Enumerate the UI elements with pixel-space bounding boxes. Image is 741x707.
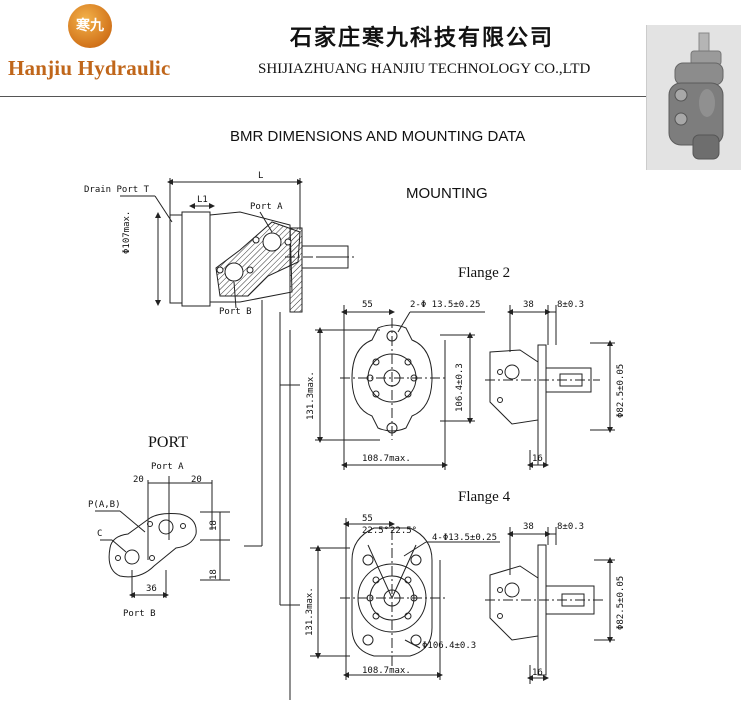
flange2-dim-8: 8±0.3 [557, 300, 585, 310]
flange4-holes: 4-Φ13.5±0.25 [432, 533, 498, 543]
port-p-label: P(A,B) [88, 500, 121, 510]
flange2-dim-108: 108.7max. [362, 454, 411, 464]
port-dim-18-bottom: 18 [209, 569, 219, 580]
flange2-dim-106: 106.4±0.3 [455, 363, 465, 412]
flange4-dim-82: Φ82.5±0.05 [616, 575, 626, 630]
logo-text: 寒九 [76, 18, 104, 34]
flange4-dim-108: 108.7max. [362, 666, 411, 676]
motor-photo-illustration [668, 32, 724, 160]
flange2-dim-131: 131.3max. [306, 371, 316, 420]
company-logo: 寒九 [68, 4, 112, 48]
document-title: BMR DIMENSIONS AND MOUNTING DATA [230, 128, 526, 145]
port-detail-port-a: Port A [151, 462, 184, 472]
flange2-dim-38: 38 [523, 300, 534, 310]
side-view-drawing [120, 178, 355, 700]
length-label: L [258, 171, 264, 181]
port-dim-20-left: 20 [133, 475, 144, 485]
company-name-cn: 石家庄寒九科技有限公司 [290, 26, 555, 51]
port-dim-36: 36 [146, 584, 157, 594]
port-b-label: Port B [219, 307, 252, 317]
port-detail-title: PORT [148, 434, 188, 451]
flange4-dim-16: 16 [532, 668, 543, 678]
flange4-angle-2: 22.5° [390, 526, 418, 536]
flange2-holes: 2-Φ 13.5±0.25 [410, 300, 481, 310]
flange4-dim-38: 38 [523, 522, 534, 532]
port-detail-drawing [95, 476, 230, 598]
flange2-dim-55: 55 [362, 300, 373, 310]
port-dim-20-right: 20 [191, 475, 202, 485]
header-divider [0, 96, 741, 97]
mounting-heading: MOUNTING [406, 185, 488, 202]
port-dim-18-top: 18 [209, 520, 219, 531]
flange2-dim-82: Φ82.5±0.05 [616, 363, 626, 418]
flange4-dim-55: 55 [362, 514, 373, 524]
flange4-dim-106: Φ106.4±0.3 [422, 641, 477, 651]
flange-2-title: Flange 2 [458, 265, 511, 281]
flange2-dim-16: 16 [532, 454, 543, 464]
flange-2-drawing [315, 305, 615, 470]
brand-name: Hanjiu Hydraulic [8, 56, 171, 80]
l1-label: L1 [197, 195, 208, 205]
flange4-angle-1: 22.5° [362, 526, 390, 536]
port-c-label: C [97, 529, 103, 539]
company-name-en: SHIJIAZHUANG HANJIU TECHNOLOGY CO.,LTD [258, 61, 591, 77]
product-photo [646, 25, 741, 170]
diameter-107-label: Φ107max. [122, 210, 132, 254]
port-detail-port-b: Port B [123, 609, 156, 619]
port-a-label: Port A [250, 202, 283, 212]
flange-4-title: Flange 4 [458, 489, 511, 505]
flange4-dim-131: 131.3max. [305, 587, 315, 636]
flange4-dim-8: 8±0.3 [557, 522, 585, 532]
flange-4-drawing [310, 518, 615, 684]
drain-port-label: Drain Port T [84, 185, 150, 195]
